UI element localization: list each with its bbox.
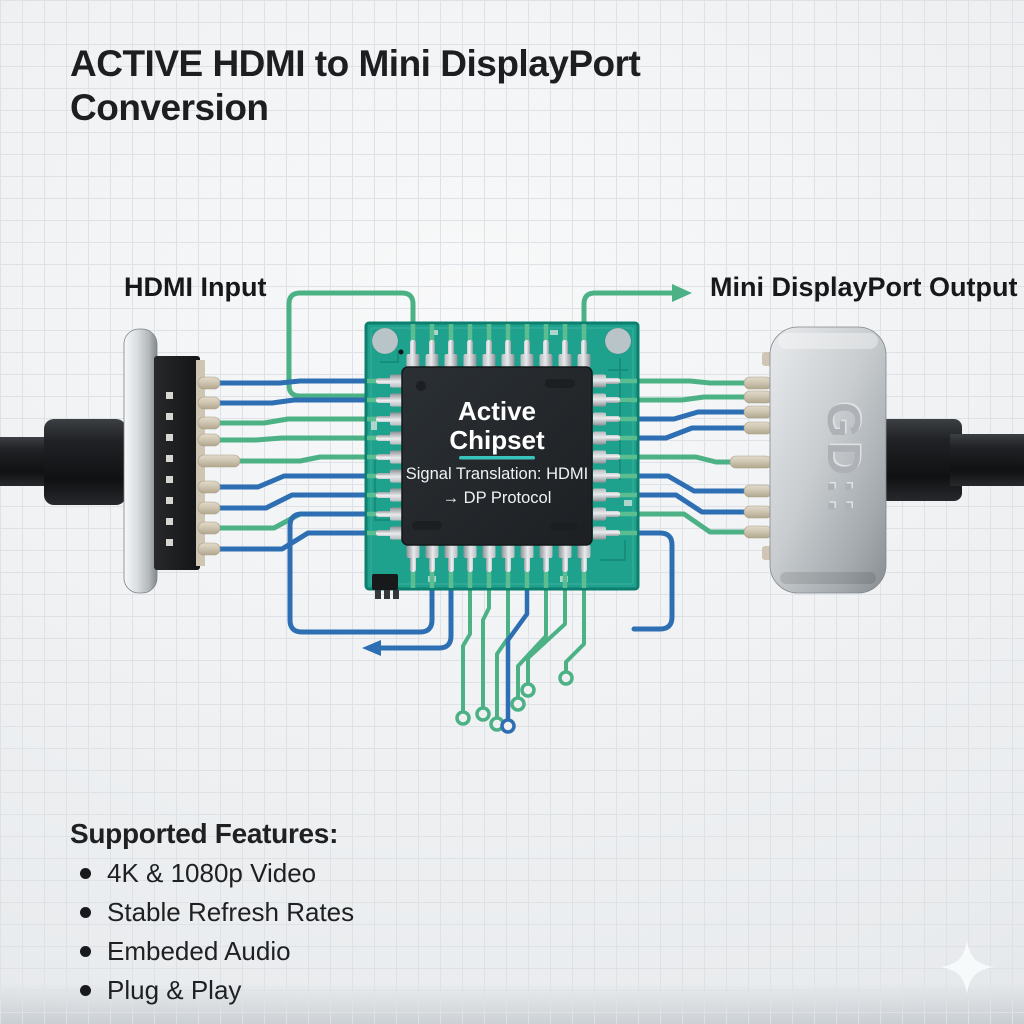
feature-item: Plug & Play [70, 975, 354, 1006]
chip-pin-traces [367, 324, 637, 588]
feature-item: Stable Refresh Rates [70, 897, 354, 928]
left-return-loop-wire [287, 511, 435, 635]
mini-dp-connector: GD:: GD:: [729, 326, 1024, 594]
right-return-loop-wire [631, 530, 675, 632]
mdp-cable-boot [880, 419, 962, 501]
wires-layer [213, 284, 751, 734]
mdp-housing [769, 326, 887, 594]
mounting-hole-left [371, 327, 399, 355]
page-title-line2: Conversion [70, 87, 269, 129]
page-title-line1: ACTIVE HDMI to Mini DisplayPort [70, 43, 641, 84]
feature-item: Embeded Audio [70, 936, 354, 967]
features-panel: Supported Features: 4K & 1080p Video Sta… [70, 818, 354, 1015]
svg-text:GD::: GD:: [818, 402, 870, 518]
hdmi-strain-relief [44, 419, 126, 505]
mdp-embossed-marking: GD:: GD:: [818, 401, 872, 518]
mini-displayport-output-label: Mini DisplayPort Output [710, 272, 1018, 302]
mdp-arrowhead [672, 284, 692, 302]
mdp-annotation-wire [581, 290, 675, 343]
active-chipset: Active Chipset Signal Translation: HDMI … [401, 366, 593, 546]
chip-name-line1: Active [458, 396, 536, 426]
mounting-hole-right [604, 327, 632, 355]
bottom-arrowhead [362, 640, 381, 656]
hdmi-pins [197, 376, 241, 556]
features-heading: Supported Features: [70, 818, 339, 849]
chip-divider [459, 456, 535, 460]
chip-name-line2: Chipset [449, 425, 545, 455]
bottom-arrow-wire [378, 583, 454, 651]
page-title: ACTIVE HDMI to Mini DisplayPort Conversi… [70, 42, 750, 131]
smd-component [372, 574, 399, 599]
sparkle-icon [940, 940, 994, 994]
svg-text:GD::: GD:: [820, 401, 872, 517]
hdmi-connector [0, 328, 241, 594]
feature-item: 4K & 1080p Video [70, 858, 354, 889]
chip-desc-line1: Signal Translation: HDMI [406, 465, 589, 483]
chip-desc-line2: → DP Protocol [443, 489, 552, 507]
features-list: 4K & 1080p Video Stable Refresh Rates Em… [70, 858, 354, 1006]
hdmi-annotation-wire [286, 290, 416, 399]
hdmi-housing [154, 356, 200, 570]
hdmi-metal-plate [123, 328, 158, 594]
hdmi-cable [0, 437, 48, 486]
hdmi-input-label: HDMI Input [124, 272, 267, 302]
mdp-pins [729, 376, 773, 539]
signal-dangles [455, 583, 586, 734]
mdp-cable [950, 434, 1024, 486]
hdmi-contacts [166, 392, 173, 546]
